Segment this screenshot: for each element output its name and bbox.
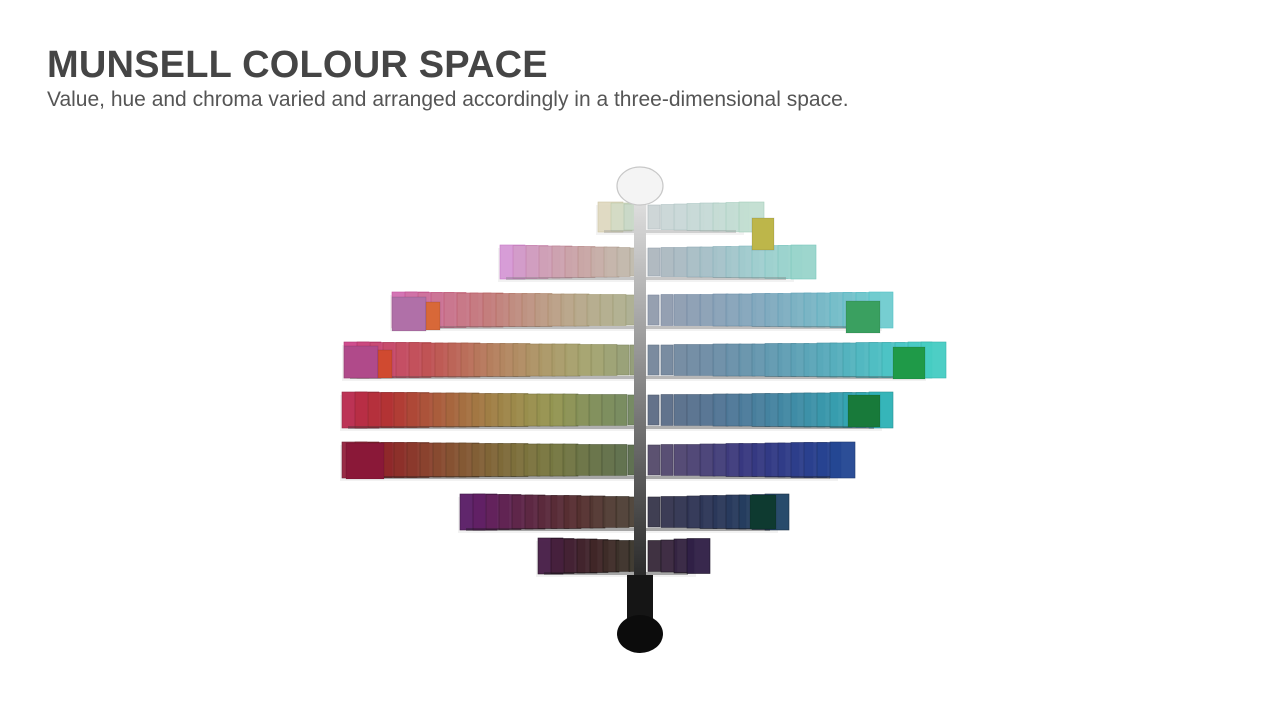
colour-chip <box>673 294 688 326</box>
colour-chip <box>647 204 661 230</box>
colour-chip <box>615 496 630 528</box>
value-axis-pole <box>634 190 646 630</box>
colour-chip <box>575 394 591 426</box>
colour-chip <box>660 344 674 376</box>
colour-chip <box>612 294 627 326</box>
colour-chip <box>575 444 591 476</box>
colour-chip <box>829 441 856 479</box>
colour-chip <box>686 294 702 326</box>
colour-chip <box>660 394 674 426</box>
level-ring <box>348 476 830 479</box>
colour-chip <box>660 444 674 476</box>
colour-chip <box>751 217 775 251</box>
level-ring <box>604 230 736 233</box>
colour-chip <box>588 394 603 426</box>
colour-chip <box>615 540 631 572</box>
colour-chip <box>391 296 427 332</box>
colour-chip <box>647 247 661 277</box>
level-ring <box>466 528 770 531</box>
colour-chip <box>588 444 603 476</box>
colour-chip <box>847 394 881 428</box>
white-cap <box>616 166 664 206</box>
colour-chip <box>377 349 393 379</box>
slide-subtitle: Value, hue and chroma varied and arrange… <box>47 88 849 111</box>
colour-chip <box>673 444 688 476</box>
colour-chip <box>601 394 616 426</box>
colour-chip <box>920 341 947 379</box>
colour-chip <box>599 294 614 326</box>
colour-chip <box>686 538 711 574</box>
colour-chip <box>673 344 688 376</box>
colour-chip <box>790 244 817 280</box>
colour-chip <box>660 204 676 230</box>
colour-chip <box>660 294 674 326</box>
colour-chip <box>647 496 661 528</box>
colour-chip <box>686 444 702 476</box>
colour-chip <box>603 344 618 376</box>
colour-chip <box>749 494 777 530</box>
colour-chip <box>845 300 881 334</box>
colour-chip <box>602 496 618 528</box>
colour-chip <box>686 344 701 376</box>
colour-chip <box>586 294 602 326</box>
colour-chip <box>601 444 616 476</box>
colour-chip <box>590 344 605 376</box>
slide-title: MUNSELL COLOUR SPACE <box>47 44 548 86</box>
colour-chip <box>616 247 631 277</box>
black-cap <box>617 615 663 653</box>
colour-chip <box>686 394 702 426</box>
colour-chip <box>614 394 628 426</box>
level-ring <box>348 426 874 429</box>
colour-chip <box>577 344 593 376</box>
colour-chip <box>647 294 660 326</box>
colour-chip <box>660 496 675 528</box>
level-ring <box>544 572 688 575</box>
colour-chip <box>345 442 385 480</box>
colour-chip <box>647 444 661 476</box>
colour-chip <box>616 344 630 376</box>
colour-chip <box>647 344 660 376</box>
colour-chip <box>673 247 689 277</box>
colour-chip <box>647 394 660 426</box>
colour-chip <box>673 394 688 426</box>
colour-chip <box>699 344 715 376</box>
colour-chip <box>425 301 441 331</box>
colour-chip <box>647 540 662 572</box>
neutral-value-axis <box>616 166 664 653</box>
colour-chip <box>614 444 628 476</box>
colour-chip <box>892 346 926 380</box>
colour-chip <box>343 345 379 379</box>
colour-chip <box>660 247 675 277</box>
